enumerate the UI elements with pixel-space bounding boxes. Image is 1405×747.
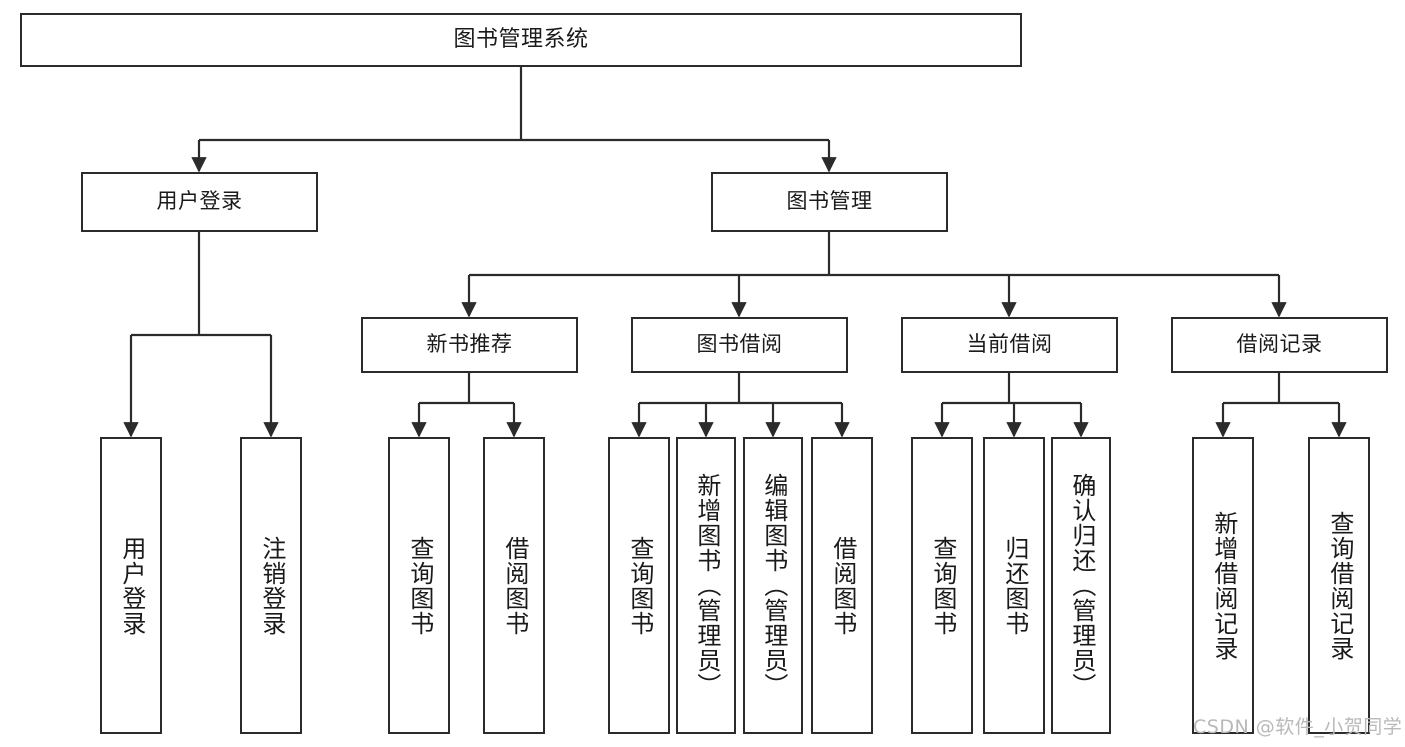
node-leaf-query-borrow-record[interactable]: 查询借阅记录 <box>1308 437 1370 734</box>
node-label: 借阅图书 <box>828 535 857 636</box>
node-leaf-add-book[interactable]: 新增图书（管理员） <box>676 437 736 734</box>
node-label: 查询图书 <box>928 535 957 636</box>
node-label: 新增借阅记录 <box>1209 510 1238 661</box>
node-leaf-query-book-3[interactable]: 查询图书 <box>911 437 973 734</box>
node-leaf-query-book-1[interactable]: 查询图书 <box>388 437 450 734</box>
node-label: 图书管理 <box>786 189 873 214</box>
node-label: 编辑图书（管理员） <box>759 473 788 698</box>
node-label: 借阅图书 <box>500 535 529 636</box>
node-label: 注销登录 <box>257 535 286 636</box>
node-user-login[interactable]: 用户登录 <box>81 172 318 232</box>
node-book-borrow[interactable]: 图书借阅 <box>631 317 848 373</box>
node-label: 用户登录 <box>117 535 146 636</box>
node-leaf-borrow-book-1[interactable]: 借阅图书 <box>483 437 545 734</box>
node-leaf-query-book-2[interactable]: 查询图书 <box>608 437 670 734</box>
node-leaf-confirm-return[interactable]: 确认归还（管理员） <box>1051 437 1111 734</box>
node-label: 用户登录 <box>156 189 243 214</box>
node-label: 查询图书 <box>625 535 654 636</box>
node-label: 归还图书 <box>1000 535 1029 636</box>
node-new-book-recommend[interactable]: 新书推荐 <box>361 317 578 373</box>
node-label: 当前借阅 <box>966 332 1053 357</box>
node-label: 确认归还（管理员） <box>1067 473 1096 698</box>
node-leaf-add-borrow-record[interactable]: 新增借阅记录 <box>1192 437 1254 734</box>
node-borrow-record[interactable]: 借阅记录 <box>1171 317 1388 373</box>
node-label: 图书借阅 <box>696 332 783 357</box>
node-leaf-borrow-book-2[interactable]: 借阅图书 <box>811 437 873 734</box>
node-label: 查询图书 <box>405 535 434 636</box>
node-leaf-user-login[interactable]: 用户登录 <box>100 437 162 734</box>
node-label: 借阅记录 <box>1236 332 1323 357</box>
watermark: CSDN @软件_小贺同学 <box>1193 716 1403 738</box>
node-leaf-logout[interactable]: 注销登录 <box>240 437 302 734</box>
node-label: 新增图书（管理员） <box>692 473 721 698</box>
node-label: 图书管理系统 <box>453 26 589 52</box>
node-leaf-return-book[interactable]: 归还图书 <box>983 437 1045 734</box>
node-label: 查询借阅记录 <box>1325 510 1354 661</box>
node-leaf-edit-book[interactable]: 编辑图书（管理员） <box>743 437 803 734</box>
node-root-system[interactable]: 图书管理系统 <box>20 13 1022 67</box>
node-book-manage[interactable]: 图书管理 <box>711 172 948 232</box>
node-label: 新书推荐 <box>426 332 513 357</box>
node-current-borrow[interactable]: 当前借阅 <box>901 317 1118 373</box>
